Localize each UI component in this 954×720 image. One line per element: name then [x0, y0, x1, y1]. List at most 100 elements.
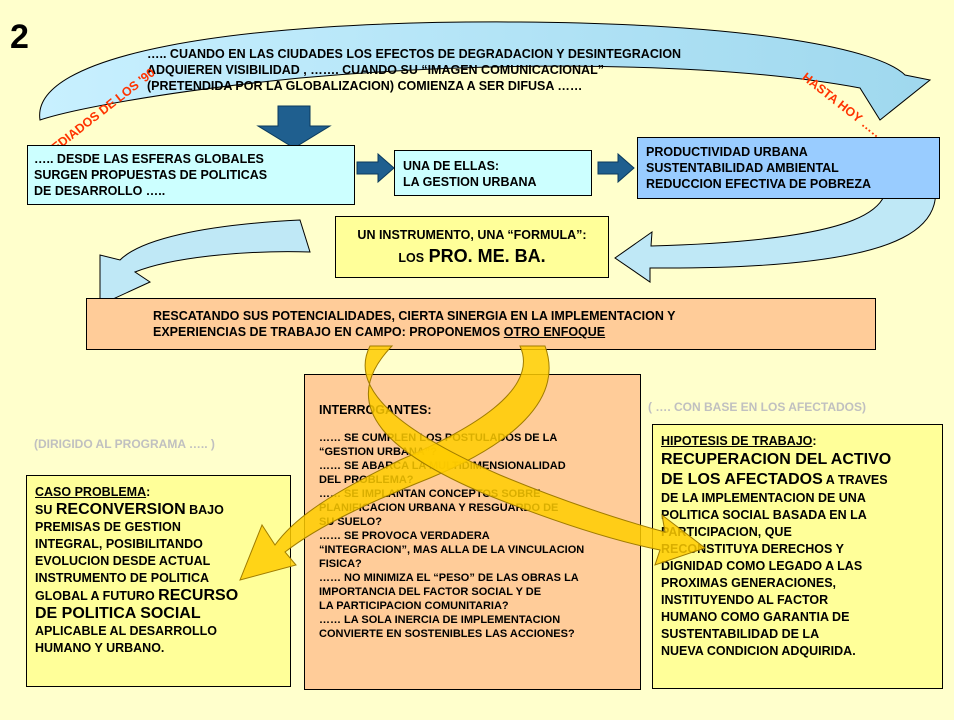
box-hipotesis: HIPOTESIS DE TRABAJO: RECUPERACION DEL A…: [652, 424, 943, 689]
left-curved-arrow: [99, 219, 311, 306]
interrogante-line: …… SE ABARCA LA MULTIDIMENSIONALIDAD: [319, 460, 566, 472]
interrogante-line: DEL PROBLEMA?: [319, 474, 414, 486]
hipotesis-line: PROXIMAS GENERACIONES,: [661, 576, 837, 590]
hipotesis-line: POLITICA SOCIAL BASADA EN LA: [661, 508, 867, 522]
productividad-line3: REDUCCION EFECTIVA DE POBREZA: [646, 177, 872, 191]
gestion-line1: UNA DE ELLAS:: [403, 159, 500, 173]
caso-line-text: APLICABLE AL DESARROLLO: [35, 624, 217, 638]
hipotesis-line: INSTITUYENDO AL FACTOR: [661, 593, 829, 607]
hipotesis-line: RECONSTITUYA DERECHOS Y: [661, 542, 844, 556]
interrogante-line: CONVIERTE EN SOSTENIBLES LAS ACCIONES?: [319, 628, 575, 640]
top-text-line2: ADQUIEREN VISIBILIDAD , ……. CUANDO SU “I…: [147, 63, 604, 77]
productividad-line1: PRODUCTIVIDAD URBANA: [646, 145, 808, 159]
caso-line-text: GLOBAL A FUTURO: [35, 589, 159, 603]
interrogante-line: …… SE CUMPLEN LOS POSTULADOS DE LA: [319, 432, 558, 444]
box-interrogantes: INTERROGANTES: …… SE CUMPLEN LOS POSTULA…: [304, 374, 641, 690]
note-con-base: ( …. CON BASE EN LOS AFECTADOS): [648, 400, 867, 414]
caso-line-emphasis: DE POLITICA SOCIAL: [35, 605, 201, 622]
esferas-line1: ….. DESDE LAS ESFERAS GLOBALES: [34, 152, 264, 166]
top-text-line3: (PRETENDIDA POR LA GLOBALIZACION) COMIEN…: [147, 79, 583, 93]
caso-line: INSTRUMENTO DE POLITICA: [35, 570, 290, 587]
hipotesis-line: DIGNIDAD COMO LEGADO A LAS: [661, 559, 863, 573]
interrogante-line: IMPORTANCIA DEL FACTOR SOCIAL Y DE: [319, 586, 542, 598]
interrogante-line: SU SUELO?: [319, 516, 382, 528]
caso-title-row: CASO PROBLEMA:: [35, 484, 290, 501]
slide-number: 2: [10, 18, 29, 56]
rescatando-line2-prefix: EXPERIENCIAS DE TRABAJO EN CAMPO: PROPON…: [153, 325, 504, 339]
hipotesis-title-colon: :: [812, 434, 817, 448]
caso-line-text: PREMISAS DE GESTION: [35, 520, 181, 534]
caso-line-text: BAJO: [185, 503, 224, 517]
interrogante-line: FISICA?: [319, 558, 362, 570]
right-arrow-2: [597, 152, 635, 184]
hipotesis-title: HIPOTESIS DE TRABAJO: [661, 434, 813, 448]
caso-title-colon: :: [146, 485, 151, 499]
interrogante-line: …… NO MINIMIZA EL “PESO” DE LAS OBRAS LA: [319, 572, 579, 584]
caso-title: CASO PROBLEMA: [35, 485, 147, 499]
instrumento-los: LOS: [398, 251, 425, 265]
hipotesis-line: HUMANO COMO GARANTIA DE: [661, 610, 850, 624]
hipotesis-tail2: A TRAVES: [822, 473, 888, 487]
hipotesis-line: DE LA IMPLEMENTACION DE UNA: [661, 491, 866, 505]
caso-line-text: EVOLUCION DESDE ACTUAL: [35, 554, 211, 568]
right-curved-arrow: [614, 164, 937, 283]
caso-line-text: SU: [35, 503, 56, 517]
interrogante-item: …… SE CUMPLEN LOS POSTULADOS DE LA “GESTI…: [319, 431, 640, 459]
instrumento-promeba: PRO. ME. BA.: [428, 246, 546, 266]
hipotesis-big2-row: DE LOS AFECTADOS A TRAVES: [661, 470, 942, 490]
rescatando-line2: EXPERIENCIAS DE TRABAJO EN CAMPO: PROPON…: [153, 324, 875, 340]
caso-line: HUMANO Y URBANO.: [35, 640, 290, 657]
productividad-line2: SUSTENTABILIDAD AMBIENTAL: [646, 161, 839, 175]
box-productividad: PRODUCTIVIDAD URBANA SUSTENTABILIDAD AMB…: [637, 137, 940, 199]
caso-line: PREMISAS DE GESTION: [35, 519, 290, 536]
hipotesis-line: PARTICIPACION, QUE: [661, 525, 792, 539]
interrogante-line: “INTEGRACION”, MAS ALLA DE LA VINCULACIO…: [319, 544, 585, 556]
interrogante-line: …… SE IMPLANTAN CONCEPTOS SOBRE: [319, 488, 541, 500]
top-text-line1: ….. CUANDO EN LAS CIUDADES LOS EFECTOS D…: [147, 47, 682, 61]
caso-line: DE POLITICA SOCIAL: [35, 605, 290, 623]
caso-line: INTEGRAL, POSIBILITANDO: [35, 536, 290, 553]
down-arrow: [256, 105, 332, 149]
hipotesis-lines: DE LA IMPLEMENTACION DE UNA POLITICA SOCI…: [661, 490, 942, 660]
right-arrow-1: [356, 152, 395, 184]
box-instrumento: UN INSTRUMENTO, UNA “FORMULA”: LOS PRO. …: [335, 216, 609, 278]
box-gestion-urbana: UNA DE ELLAS: LA GESTION URBANA: [394, 150, 592, 196]
caso-line-text: INSTRUMENTO DE POLITICA: [35, 571, 210, 585]
hipotesis-big1: RECUPERACION DEL ACTIVO: [661, 451, 892, 468]
caso-line: SU RECONVERSION BAJO: [35, 501, 290, 519]
rescatando-line1: RESCATANDO SUS POTENCIALIDADES, CIERTA S…: [153, 309, 676, 323]
interrogante-line: …… LA SOLA INERCIA DE IMPLEMENTACION: [319, 614, 561, 626]
interrogante-item: …… SE ABARCA LA MULTIDIMENSIONALIDAD DEL …: [319, 459, 640, 487]
interrogante-item: …… SE IMPLANTAN CONCEPTOS SOBRE PLANIFICA…: [319, 487, 640, 529]
caso-line: APLICABLE AL DESARROLLO: [35, 623, 290, 640]
box-rescatando: RESCATANDO SUS POTENCIALIDADES, CIERTA S…: [86, 298, 876, 350]
interrogante-line: …… SE PROVOCA VERDADERA: [319, 530, 490, 542]
interrogante-item: …… LA SOLA INERCIA DE IMPLEMENTACION CONV…: [319, 613, 640, 641]
interrogante-line: PLANIFICACION URBANA Y RESGUARDO DE: [319, 502, 559, 514]
note-dirigido: (DIRIGIDO AL PROGRAMA ….. ): [34, 437, 215, 451]
interrogante-line: “GESTION URBANA”?: [319, 446, 437, 458]
rescatando-otro-enfoque: OTRO ENFOQUE: [503, 325, 606, 339]
interrogante-line: LA PARTICIPACION COMUNITARIA?: [319, 600, 509, 612]
hipotesis-line: NUEVA CONDICION ADQUIRIDA.: [661, 644, 856, 658]
caso-line: EVOLUCION DESDE ACTUAL: [35, 553, 290, 570]
esferas-line3: DE DESARROLLO …..: [34, 184, 166, 198]
box-esferas-globales: ….. DESDE LAS ESFERAS GLOBALES SURGEN PR…: [27, 145, 355, 205]
caso-line: GLOBAL A FUTURO RECURSO: [35, 587, 290, 605]
hipotesis-title-row: HIPOTESIS DE TRABAJO:: [661, 433, 942, 450]
top-text: ….. CUANDO EN LAS CIUDADES LOS EFECTOS D…: [147, 46, 681, 94]
instrumento-line2: LOS PRO. ME. BA.: [336, 246, 608, 267]
interrogante-item: …… NO MINIMIZA EL “PESO” DE LAS OBRAS LA…: [319, 571, 640, 613]
interrogante-item: …… SE PROVOCA VERDADERA “INTEGRACION”, MA…: [319, 529, 640, 571]
instrumento-line1: UN INSTRUMENTO, UNA “FORMULA”:: [357, 228, 587, 242]
interrogantes-title: INTERROGANTES:: [319, 403, 432, 417]
esferas-line2: SURGEN PROPUESTAS DE POLITICAS: [34, 168, 268, 182]
top-curved-arrow: [39, 21, 932, 121]
caso-line-text: HUMANO Y URBANO.: [35, 641, 165, 655]
caso-line-emphasis: RECONVERSION: [55, 501, 186, 518]
caso-line-emphasis: RECURSO: [158, 587, 239, 604]
